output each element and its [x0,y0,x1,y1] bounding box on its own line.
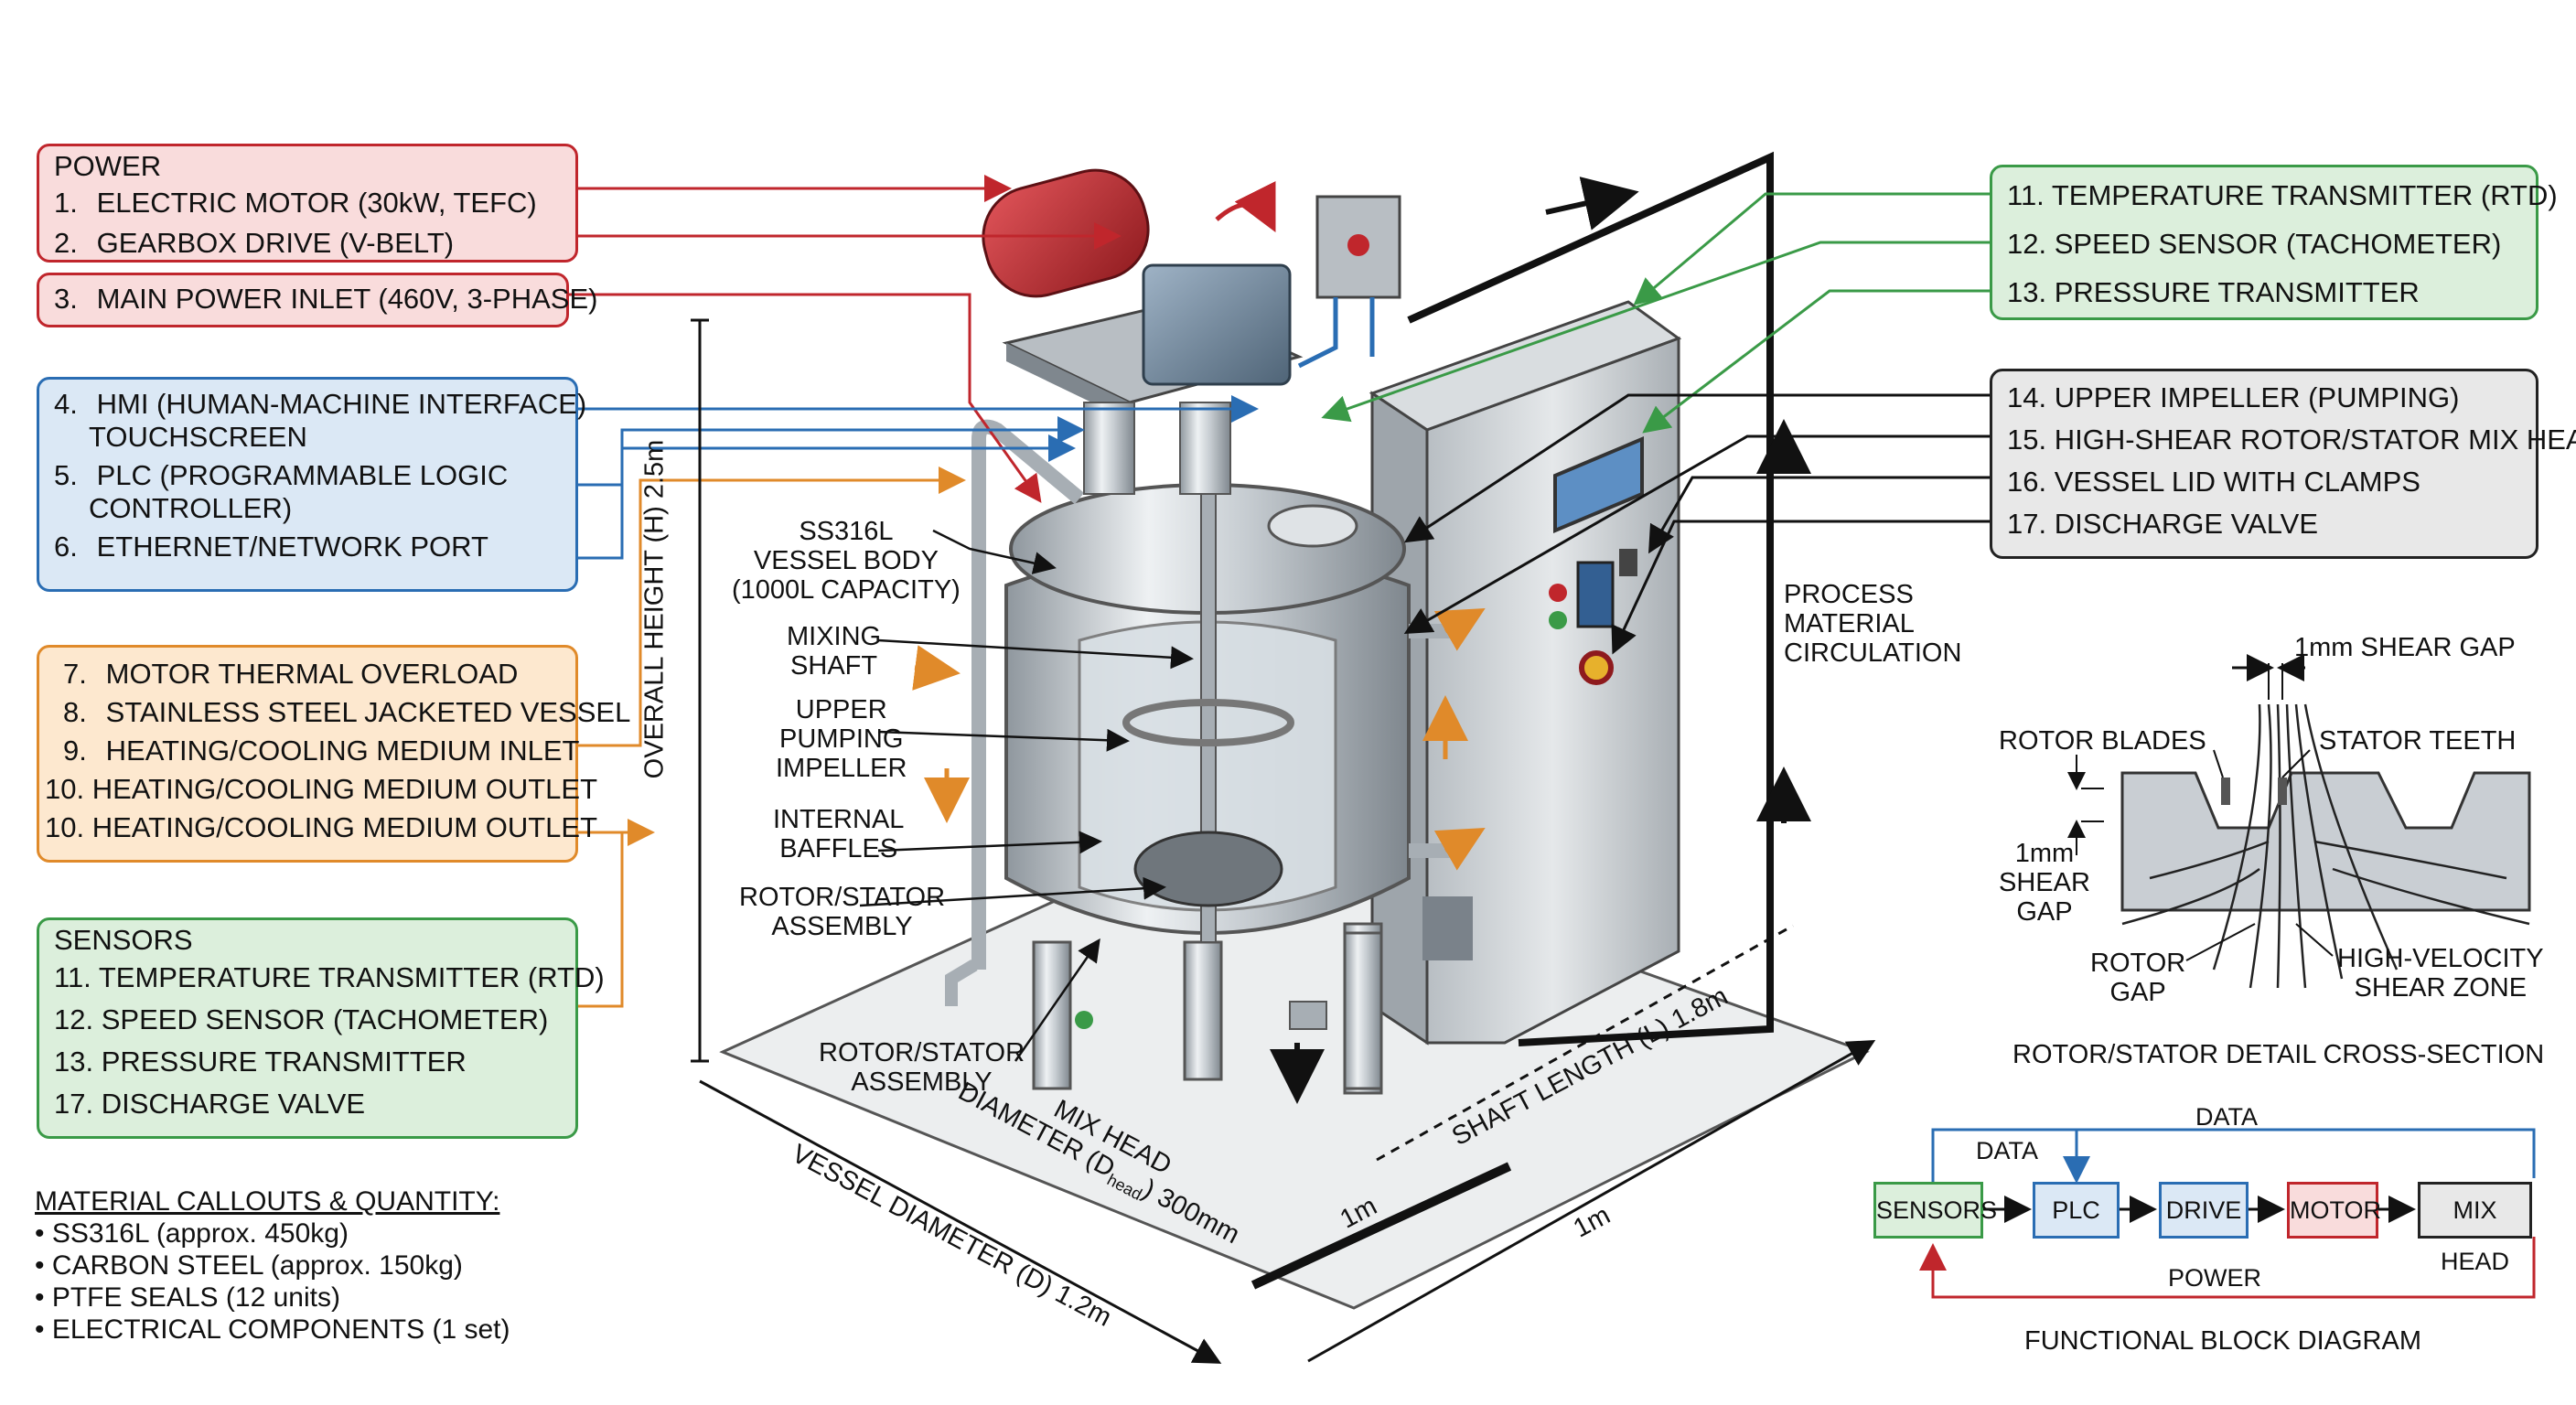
material-item: • PTFE SEALS (12 units) [35,1282,340,1313]
sensors-callout-box: SENSORS 11. TEMPERATURE TRANSMITTER (RTD… [37,917,605,1139]
callout-item: 17. DISCHARGE VALVE [2007,508,2318,540]
sensors-header: SENSORS [54,924,193,956]
vessel-legs [1032,922,1383,1095]
callout-item: 1. ELECTRIC MOTOR (30kW, TEFC) [54,187,537,219]
material-callouts: MATERIAL CALLOUTS & QUANTITY: • SS316L (… [35,1185,510,1346]
callout-item: 9. HEATING/COOLING MEDIUM INLET [63,735,580,767]
callout-item: 12. SPEED SENSOR (TACHOMETER) [2007,228,2502,260]
block-motor: MOTOR [2287,1182,2381,1239]
callout-item: 13. PRESSURE TRANSMITTER [2007,276,2420,308]
callout-item: 10. HEATING/COOLING MEDIUM OUTLET [45,811,598,843]
material-title: MATERIAL CALLOUTS & QUANTITY: [35,1186,500,1217]
block-plc: PLC [2033,1182,2120,1239]
callout-item: 13. PRESSURE TRANSMITTER [54,1046,467,1078]
callout-item: 16. VESSEL LID WITH CLAMPS [2007,466,2420,498]
power-inlet-callout-box: 3. MAIN POWER INLET (460V, 3-PHASE) [37,273,598,327]
block-sensors: SENSORS [1873,1182,1997,1239]
right-mechanical-callout-box: 14. UPPER IMPELLER (PUMPING) 15. HIGH-SH… [1990,369,2576,559]
material-item: • ELECTRICAL COMPONENTS (1 set) [35,1314,510,1345]
rotor-blades-label: ROTOR BLADES [1999,726,2206,756]
block-drive: DRIVE [2159,1182,2249,1239]
block-diagram-arrows [1919,1128,2536,1299]
material-item: • CARBON STEEL (approx. 150kg) [35,1250,463,1281]
callout-item: 15. HIGH-SHEAR ROTOR/STATOR MIX HEAD [2007,424,2576,456]
callout-item-continuation: CONTROLLER) [89,492,293,524]
shear-gap-top-label: 1mm SHEAR GAP [2294,633,2516,662]
callout-item: 17. DISCHARGE VALVE [54,1088,365,1120]
control-callout-box: 4. HMI (HUMAN-MACHINE INTERFACE) TOUCHSC… [37,377,587,592]
process-circulation-loop [1407,151,1774,1046]
power-header: POWER [54,150,162,182]
overall-height-label: OVERALL HEIGHT (H) 2.5m [639,439,670,779]
callout-item: 8. STAINLESS STEEL JACKETED VESSEL [63,696,631,728]
vessel-body [1004,429,1411,943]
block-diagram-caption: FUNCTIONAL BLOCK DIAGRAM [2024,1326,2421,1356]
callout-item: 10. HEATING/COOLING MEDIUM OUTLET [45,773,598,805]
drive-assembly [982,168,1401,495]
callout-item: 6. ETHERNET/NETWORK PORT [54,531,488,563]
belt-arrow [1215,181,1276,232]
callout-item: 12. SPEED SENSOR (TACHOMETER) [54,1003,549,1035]
detail-caption: ROTOR/STATOR DETAIL CROSS-SECTION [2012,1040,2545,1069]
power-label: POWER [2168,1264,2262,1292]
data-label: DATA [1976,1137,2039,1164]
stator-teeth-label: STATOR TEETH [2319,726,2517,756]
thermal-callout-box: 7. MOTOR THERMAL OVERLOAD 8. STAINLESS S… [37,645,631,863]
callout-item: 5. PLC (PROGRAMMABLE LOGIC [54,459,509,491]
callout-item: 3. MAIN POWER INLET (460V, 3-PHASE) [54,283,598,315]
callout-item: 11. TEMPERATURE TRANSMITTER (RTD) [54,961,605,993]
material-item: • SS316L (approx. 450kg) [35,1218,349,1249]
control-cabinet [1368,300,1682,1046]
power-callout-box: POWER 1. ELECTRIC MOTOR (30kW, TEFC) 2. … [37,144,578,263]
right-sensors-callout-box: 11. TEMPERATURE TRANSMITTER (RTD) 12. SP… [1990,165,2558,320]
callout-item: 14. UPPER IMPELLER (PUMPING) [2007,381,2460,413]
callout-item: 4. HMI (HUMAN-MACHINE INTERFACE) [54,388,587,420]
block-mix-head: MIX HEAD [2418,1182,2532,1275]
data-label: DATA [2195,1103,2259,1131]
rotor-stator-detail [2067,654,2531,989]
callout-item: 2. GEARBOX DRIVE (V-BELT) [54,227,455,259]
callout-item: 7. MOTOR THERMAL OVERLOAD [63,658,519,690]
callout-item: 11. TEMPERATURE TRANSMITTER (RTD) [2007,179,2558,211]
callout-item-continuation: TOUCHSCREEN [89,421,307,453]
